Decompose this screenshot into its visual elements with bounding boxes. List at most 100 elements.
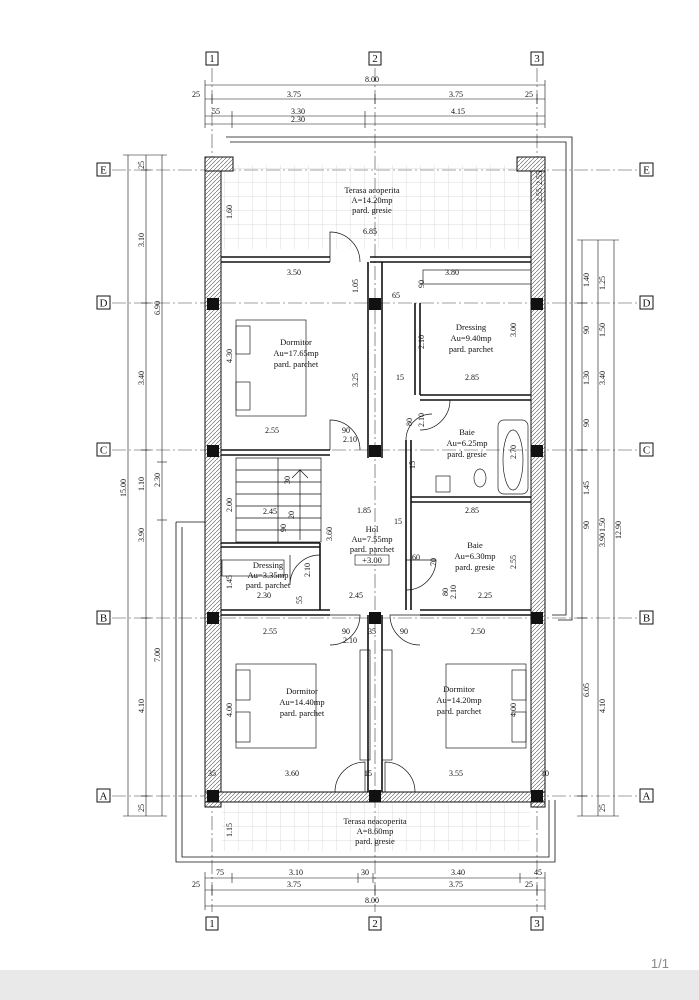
svg-text:1.50: 1.50 [598,323,607,337]
svg-text:15: 15 [394,517,402,526]
svg-text:pard. gresie: pard. gresie [455,562,495,572]
svg-text:pard. parchet: pard. parchet [274,359,319,369]
svg-text:3.75: 3.75 [287,90,301,99]
covered-terrace-floor [222,165,530,249]
room-baie-1: Baie Au=6.25mp pard. gresie [447,427,488,459]
svg-text:Dressing: Dressing [253,560,284,570]
svg-text:Au=14.20mp: Au=14.20mp [436,695,481,705]
bed-icon [235,663,317,749]
svg-text:90: 90 [342,426,350,435]
svg-text:90: 90 [582,326,591,334]
svg-text:Au=17.65mp: Au=17.65mp [273,348,318,358]
svg-text:A=14.20mp: A=14.20mp [352,195,393,205]
svg-text:6.85: 6.85 [363,227,377,236]
svg-text:35: 35 [368,627,376,636]
svg-text:C: C [643,445,650,457]
svg-text:Au=6.25mp: Au=6.25mp [447,438,488,448]
svg-text:2.00: 2.00 [225,498,234,512]
svg-text:4.10: 4.10 [598,699,607,713]
svg-text:55: 55 [212,107,220,116]
svg-text:Au=9.40mp: Au=9.40mp [451,333,492,343]
svg-text:30: 30 [361,868,369,877]
svg-text:90: 90 [279,524,288,532]
svg-text:45: 45 [534,868,542,877]
room-terasa-acoperita: Terasa acoperita A=14.20mp pard. gresie [344,185,400,215]
svg-text:3.75: 3.75 [449,880,463,889]
dim-left-total: 15.00 [119,479,128,497]
level-mark: +3.00 [362,555,382,565]
inner-dimensions: 1.60 6.85 2.55 3.50 3.80 1.05 65 90 4.30… [208,171,549,837]
svg-text:1.85: 1.85 [357,506,371,515]
axis-3-top: 3 [534,53,540,65]
svg-text:1.60: 1.60 [225,205,234,219]
svg-text:35: 35 [208,769,216,778]
svg-text:D: D [100,298,108,310]
svg-text:2.10: 2.10 [343,636,357,645]
svg-text:Au=14.40mp: Au=14.40mp [279,697,324,707]
svg-text:Terasa acoperita: Terasa acoperita [344,185,400,195]
svg-text:1.15: 1.15 [225,823,234,837]
axis-2-bottom: 2 [372,918,378,930]
svg-text:2.25: 2.25 [478,591,492,600]
svg-text:4.00: 4.00 [225,703,234,717]
open-terrace-floor [222,803,530,851]
bathtub-icon [497,419,529,495]
svg-text:3.10: 3.10 [137,233,146,247]
svg-text:2.10: 2.10 [417,413,426,427]
svg-text:1.30: 1.30 [582,371,591,385]
svg-text:pard. parchet: pard. parchet [449,344,494,354]
svg-text:2.55: 2.55 [509,555,518,569]
svg-text:15: 15 [408,461,417,469]
floor-plan-drawing: 1 2 3 1 2 3 E E D D C C B B A A [96,51,654,931]
svg-text:55: 55 [295,596,304,604]
svg-text:E: E [643,165,650,177]
svg-text:90: 90 [342,627,350,636]
svg-text:2.55: 2.55 [535,188,544,202]
axis-marker-columns-bottom: 1 2 3 [205,916,544,931]
svg-text:pard. gresie: pard. gresie [355,836,395,846]
svg-text:25: 25 [598,804,607,812]
svg-text:1.40: 1.40 [582,273,591,287]
door-swings [289,231,451,793]
svg-text:pard. parchet: pard. parchet [350,544,395,554]
svg-text:80: 80 [405,418,414,426]
svg-text:Terasa neacoperita: Terasa neacoperita [343,816,407,826]
svg-text:2.85: 2.85 [465,373,479,382]
room-hol: Hol Au=7.55mp pard. parchet +3.00 [350,524,395,566]
svg-text:65: 65 [392,291,400,300]
svg-text:C: C [100,445,107,457]
staircase [235,457,322,543]
svg-text:60: 60 [412,553,420,562]
svg-text:A: A [643,791,651,803]
svg-text:Au=3.35mp: Au=3.35mp [248,570,289,580]
room-baie-2: Baie Au=6.30mp pard. gresie [455,540,496,572]
toilet-icon [473,468,487,488]
svg-text:pard. parchet: pard. parchet [437,706,482,716]
svg-text:25: 25 [525,90,533,99]
svg-text:2.30: 2.30 [257,591,271,600]
dim-top-total: 8.00 [365,75,379,84]
svg-text:15: 15 [396,373,404,382]
svg-text:2.85: 2.85 [465,506,479,515]
svg-text:4.00: 4.00 [509,703,518,717]
svg-text:E: E [100,165,107,177]
room-labels: Terasa acoperita A=14.20mp pard. gresie … [246,185,496,846]
furniture [221,269,532,761]
svg-text:2.10: 2.10 [449,585,458,599]
axis-1-top: 1 [209,53,215,65]
svg-text:3.30: 3.30 [291,107,305,116]
sink-icon [435,475,451,493]
svg-text:6.90: 6.90 [153,301,162,315]
svg-text:2.50: 2.50 [471,627,485,636]
svg-text:3.00: 3.00 [509,323,518,337]
svg-text:3.25: 3.25 [351,373,360,387]
svg-text:1.45: 1.45 [582,481,591,495]
svg-text:2.55: 2.55 [535,171,544,185]
bed-icon [445,663,527,749]
svg-text:4.15: 4.15 [451,107,465,116]
svg-text:A: A [100,791,108,803]
svg-text:2.30: 2.30 [153,473,162,487]
svg-text:Dressing: Dressing [456,322,487,332]
svg-text:1.50: 1.50 [598,518,607,532]
axis-marker-rows: E E D D C C B B A A [96,162,654,803]
